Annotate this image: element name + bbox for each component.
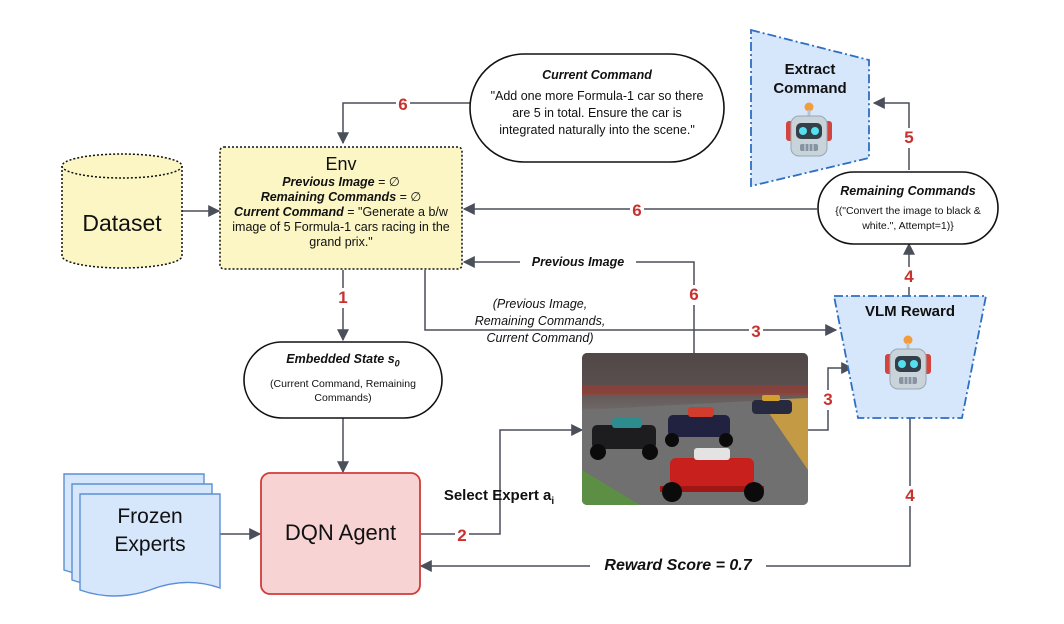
- car-black-left: [590, 418, 658, 460]
- robot-icon: [885, 335, 931, 390]
- embedded-state-bubble: [243, 341, 443, 419]
- extract-command-title: Extract Command: [773, 61, 847, 97]
- embedded-state-title: Embedded State s0: [286, 352, 400, 369]
- step-6-image: 6: [687, 285, 701, 305]
- current-command-body: "Add one more Formula-1 car so there are…: [490, 89, 704, 137]
- edge-env-to-vlm: [424, 270, 838, 336]
- current-command-text: Current Command "Add one more Formula-1 …: [484, 67, 710, 139]
- current-command-bubble: [469, 53, 725, 163]
- edge-current-to-env: [337, 102, 479, 145]
- env-title: Env: [325, 154, 357, 174]
- current-command-title: Current Command: [542, 68, 652, 82]
- dataset-label: Dataset: [82, 210, 162, 236]
- car-red-back: [665, 407, 733, 447]
- step-2: 2: [455, 526, 469, 546]
- edges: [182, 97, 915, 572]
- remaining-commands-body: {("Convert the image to black & white.",…: [835, 205, 981, 232]
- step-1: 1: [336, 288, 350, 308]
- env-remaining-commands: Remaining Commands = ∅: [260, 190, 422, 204]
- edge-vlm-to-dqn: [419, 418, 911, 572]
- dqn-agent-box: [260, 472, 421, 595]
- step-6-remaining: 6: [630, 201, 644, 221]
- car-red-front: [660, 448, 764, 502]
- frozen-experts-label: Frozen Experts: [114, 505, 186, 556]
- env-text: Env Previous Image = ∅ Remaining Command…: [222, 153, 460, 250]
- edge-label-tuple: (Previous Image, Remaining Commands, Cur…: [474, 297, 606, 345]
- step-3-image: 3: [821, 390, 835, 410]
- edge-label-previous-image: Previous Image: [520, 255, 636, 269]
- step-3-env: 3: [749, 322, 763, 342]
- embedded-state-text: Embedded State s0 (Current Command, Rema…: [254, 352, 432, 405]
- dataset-cylinder: [61, 153, 183, 269]
- step-4-down: 4: [903, 486, 917, 506]
- env-previous-image: Previous Image = ∅: [282, 175, 400, 189]
- step-4-up: 4: [902, 267, 916, 287]
- env-current-command: Current Command = "Generate a b/w image …: [232, 205, 450, 249]
- vlm-reward-title: VLM Reward: [864, 303, 955, 320]
- race-car-photo: [582, 353, 808, 505]
- frozen-experts-stack: [63, 473, 221, 597]
- car-far: [752, 395, 792, 414]
- remaining-commands-bubble: [817, 171, 999, 245]
- step-5: 5: [902, 128, 916, 148]
- embedded-state-body: (Current Command, Remaining Commands): [270, 377, 416, 404]
- remaining-commands-text: Remaining Commands {("Convert the image …: [826, 184, 990, 234]
- edge-label-reward-score: Reward Score = 0.7: [590, 557, 766, 575]
- robot-icon: [786, 102, 832, 157]
- edge-dqn-to-image: [421, 424, 584, 535]
- edge-label-select-expert: Select Expert ai: [443, 487, 555, 507]
- env-box: [219, 146, 463, 270]
- remaining-commands-title: Remaining Commands: [840, 184, 976, 198]
- step-6-current: 6: [396, 95, 410, 115]
- dqn-agent-label: DQN Agent: [284, 520, 397, 545]
